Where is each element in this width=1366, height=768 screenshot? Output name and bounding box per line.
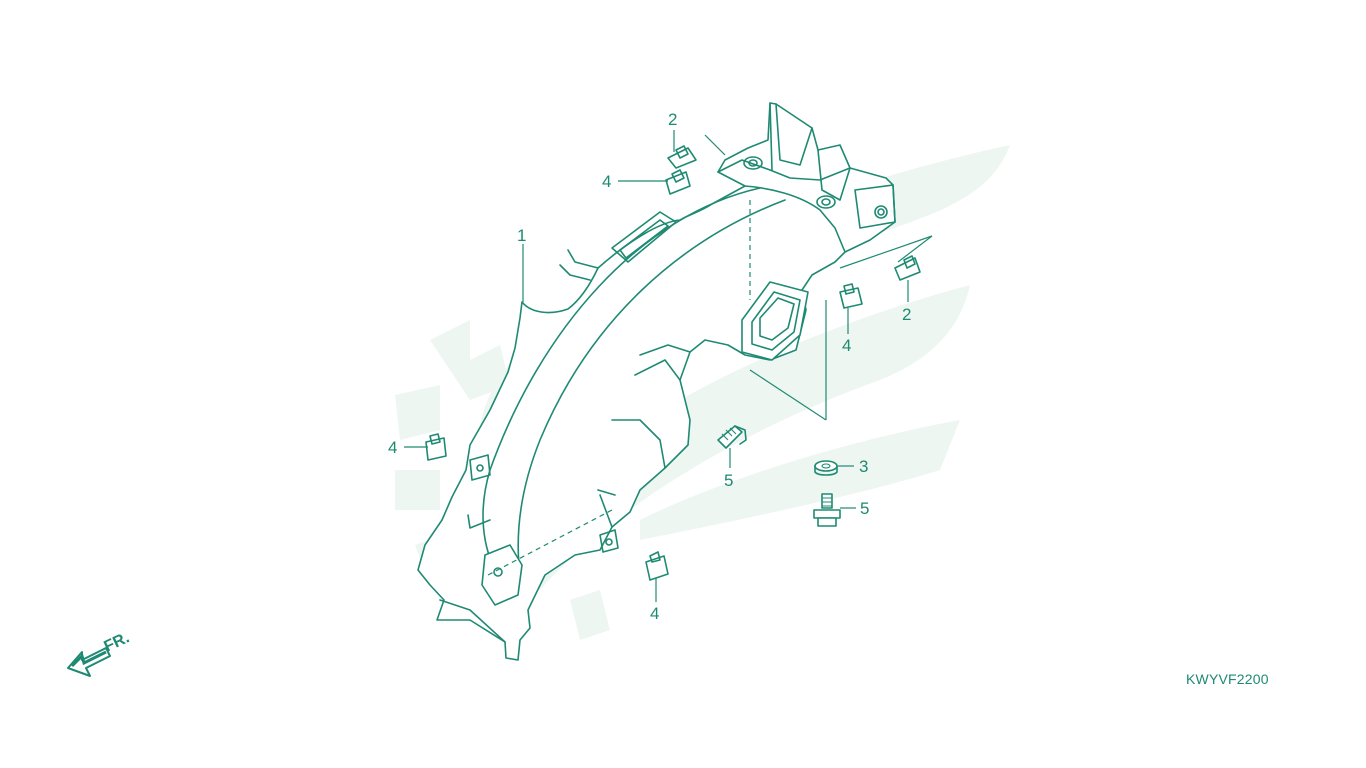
callout-4-top: 4 (602, 172, 611, 191)
callout-labels: 1 2 2 3 4 4 4 4 5 5 (388, 110, 911, 623)
front-arrow-icon: FR. (67, 629, 133, 677)
clip-nut-2-right (894, 255, 921, 281)
drawing-code: KWYVF2200 (1186, 671, 1269, 687)
alignment-lines (487, 134, 933, 576)
bolt-part-5-center (717, 425, 747, 449)
callout-1: 1 (517, 226, 526, 245)
callout-4-left: 4 (388, 438, 397, 457)
clip-nut-4-left (425, 433, 447, 461)
rear-fender-part (417, 102, 896, 661)
clip-nut-2-top (667, 145, 697, 169)
clip-nut-4-top (665, 169, 691, 195)
callout-4-bottom: 4 (650, 604, 659, 623)
bolt-part-5-right (813, 493, 841, 527)
callout-5-right: 5 (860, 499, 869, 518)
callout-3: 3 (859, 457, 868, 476)
callout-4-right: 4 (842, 336, 851, 355)
collar-part-3 (814, 460, 838, 476)
clip-nut-4-bottom (645, 551, 669, 581)
callout-2-right: 2 (902, 305, 911, 324)
callout-leaders (404, 130, 909, 602)
clip-nut-4-right (839, 283, 863, 309)
front-arrow-label: FR. (102, 629, 133, 655)
callout-2-top: 2 (668, 110, 677, 129)
callout-5-center: 5 (724, 471, 733, 490)
